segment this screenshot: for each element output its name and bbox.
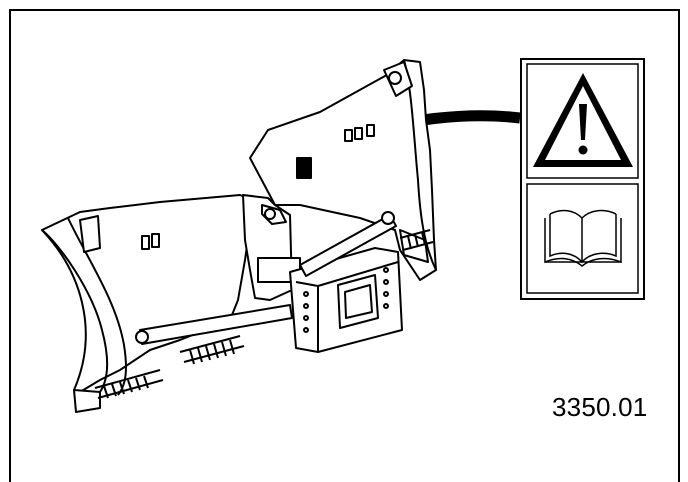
mounting-plate [289,247,403,353]
safety-decal [520,58,645,300]
warning-triangle-icon [533,73,633,167]
plough-center-frame [242,194,301,301]
figure-number: 3350.01 [552,392,648,422]
read-manual-icon [544,209,622,267]
trip-springs [94,229,434,399]
hydraulic-cylinders [135,211,429,345]
frame-border [9,9,680,482]
